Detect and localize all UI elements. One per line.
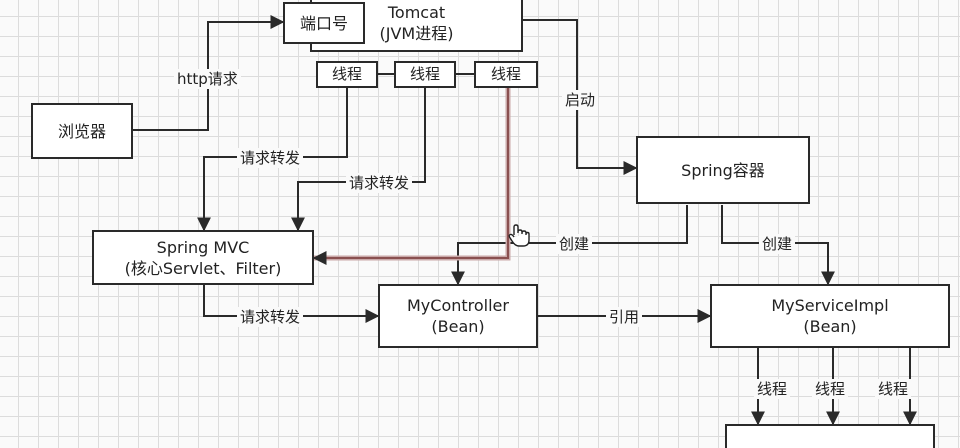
- edge-label-reference: 引用: [606, 307, 643, 327]
- controller-subtitle: (Bean): [431, 317, 485, 336]
- edge-label-create-1: 创建: [556, 234, 593, 254]
- bottom-partial-box: [725, 424, 935, 448]
- controller-node: MyController (Bean): [378, 284, 538, 348]
- service-subtitle: (Bean): [803, 317, 857, 336]
- port-label: 端口号: [299, 13, 348, 33]
- browser-node: 浏览器: [31, 103, 133, 159]
- controller-title: MyController: [407, 296, 509, 315]
- port-node: 端口号: [283, 2, 365, 44]
- edge-label-create-2: 创建: [759, 234, 796, 254]
- spring-mvc-node: Spring MVC (核心Servlet、Filter): [92, 230, 314, 285]
- tomcat-thread-3-label: 线程: [490, 65, 521, 83]
- edge-label-forward-2: 请求转发: [346, 173, 413, 193]
- browser-label: 浏览器: [57, 121, 106, 141]
- service-title: MyServiceImpl: [771, 296, 889, 315]
- spring-container-node: Spring容器: [636, 136, 810, 204]
- edge-springmvc-to-controller: [203, 285, 380, 323]
- edge-label-forward-3: 请求转发: [237, 307, 304, 327]
- tomcat-thread-1-label: 线程: [331, 65, 362, 83]
- tomcat-subtitle: (JVM进程): [379, 24, 454, 43]
- edge-label-http-request: http请求: [174, 69, 241, 89]
- edge-label-service-thread-2: 线程: [812, 379, 849, 399]
- tomcat-title: Tomcat: [387, 3, 446, 22]
- edge-thread2-to-springmvc: [291, 87, 426, 232]
- spring-mvc-title: Spring MVC: [156, 237, 250, 257]
- tomcat-thread-1: 线程: [316, 61, 378, 88]
- edge-label-service-thread-3: 线程: [875, 379, 912, 399]
- edge-label-service-thread-1: 线程: [754, 379, 791, 399]
- tomcat-thread-3: 线程: [474, 61, 538, 88]
- tomcat-thread-2-label: 线程: [409, 65, 440, 83]
- spring-mvc-subtitle: (核心Servlet、Filter): [124, 258, 282, 278]
- service-node: MyServiceImpl (Bean): [710, 284, 950, 348]
- edge-label-forward-1: 请求转发: [237, 148, 304, 168]
- edge-label-start: 启动: [562, 90, 599, 110]
- hand-pointer-icon: [508, 224, 530, 247]
- tomcat-thread-2: 线程: [394, 61, 456, 88]
- spring-container-label: Spring容器: [681, 160, 765, 180]
